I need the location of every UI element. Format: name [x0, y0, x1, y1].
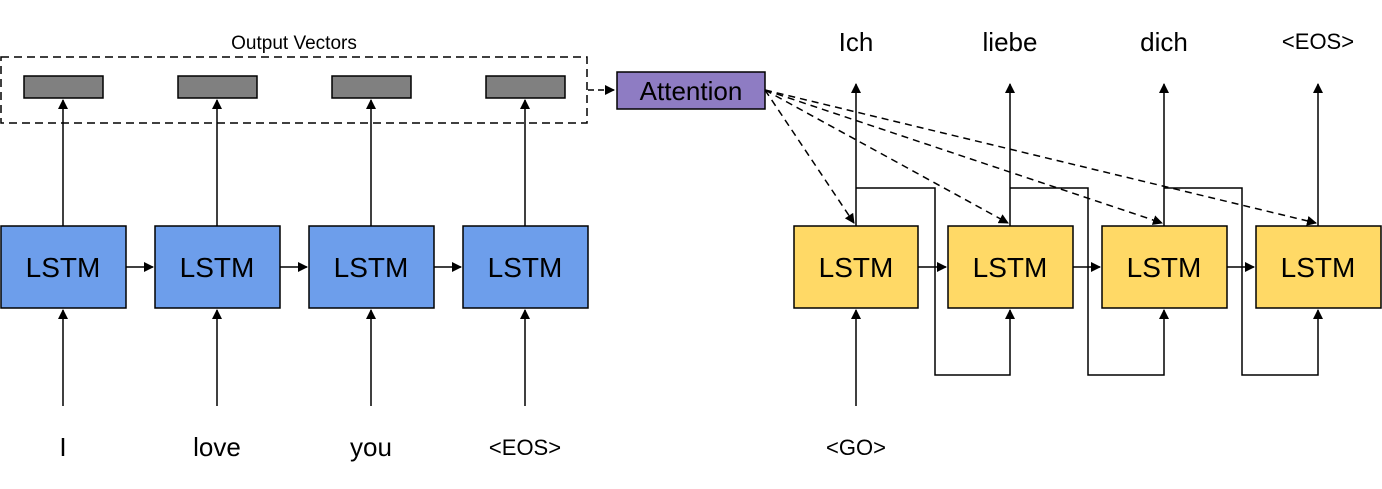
attention-arrow-3 [764, 89, 1163, 225]
encoder-lstm-2-label: LSTM [180, 252, 255, 283]
attention-arrow-2 [764, 89, 1009, 224]
encoder-lstm-1 [0, 225, 127, 309]
encoder-input-4: <EOS> [489, 435, 561, 460]
encoder-lstm-4-label: LSTM [488, 252, 563, 283]
output-vector-3 [331, 75, 412, 99]
feedback-loop-1 [856, 187, 1015, 376]
feedback-loop-3 [1164, 187, 1323, 376]
output-vector-2 [177, 75, 258, 99]
output-vectors-label: Output Vectors [231, 33, 357, 54]
decoder-lstm-4-label: LSTM [1281, 252, 1356, 283]
decoder-input-go: <GO> [826, 435, 886, 460]
attention-label: Attention [640, 76, 743, 106]
output-vector-1 [23, 75, 104, 99]
attention-arrow-1 [764, 89, 855, 224]
feedback-loop-2 [1010, 187, 1169, 376]
decoder-lstm-2-label: LSTM [973, 252, 1048, 283]
attention-arrow-4 [764, 89, 1317, 226]
output-vector-4 [485, 75, 566, 99]
decoder-output-2: liebe [983, 27, 1038, 57]
encoder-lstm-3-label: LSTM [334, 252, 409, 283]
decoder-lstm-4 [1255, 225, 1382, 309]
encoder-input-1: I [59, 432, 66, 462]
decoder-lstm-3-label: LSTM [1127, 252, 1202, 283]
encoder-input-2: love [193, 432, 241, 462]
output-vectors-group [0, 56, 588, 124]
encoder-input-3: you [350, 432, 392, 462]
decoder-output-3: dich [1140, 27, 1188, 57]
decoder-lstm-2 [947, 225, 1074, 309]
decoder-output-4: <EOS> [1282, 29, 1354, 54]
decoder-lstm-1-label: LSTM [819, 252, 894, 283]
encoder-lstm-1-label: LSTM [26, 252, 101, 283]
decoder-output-1: Ich [839, 27, 874, 57]
